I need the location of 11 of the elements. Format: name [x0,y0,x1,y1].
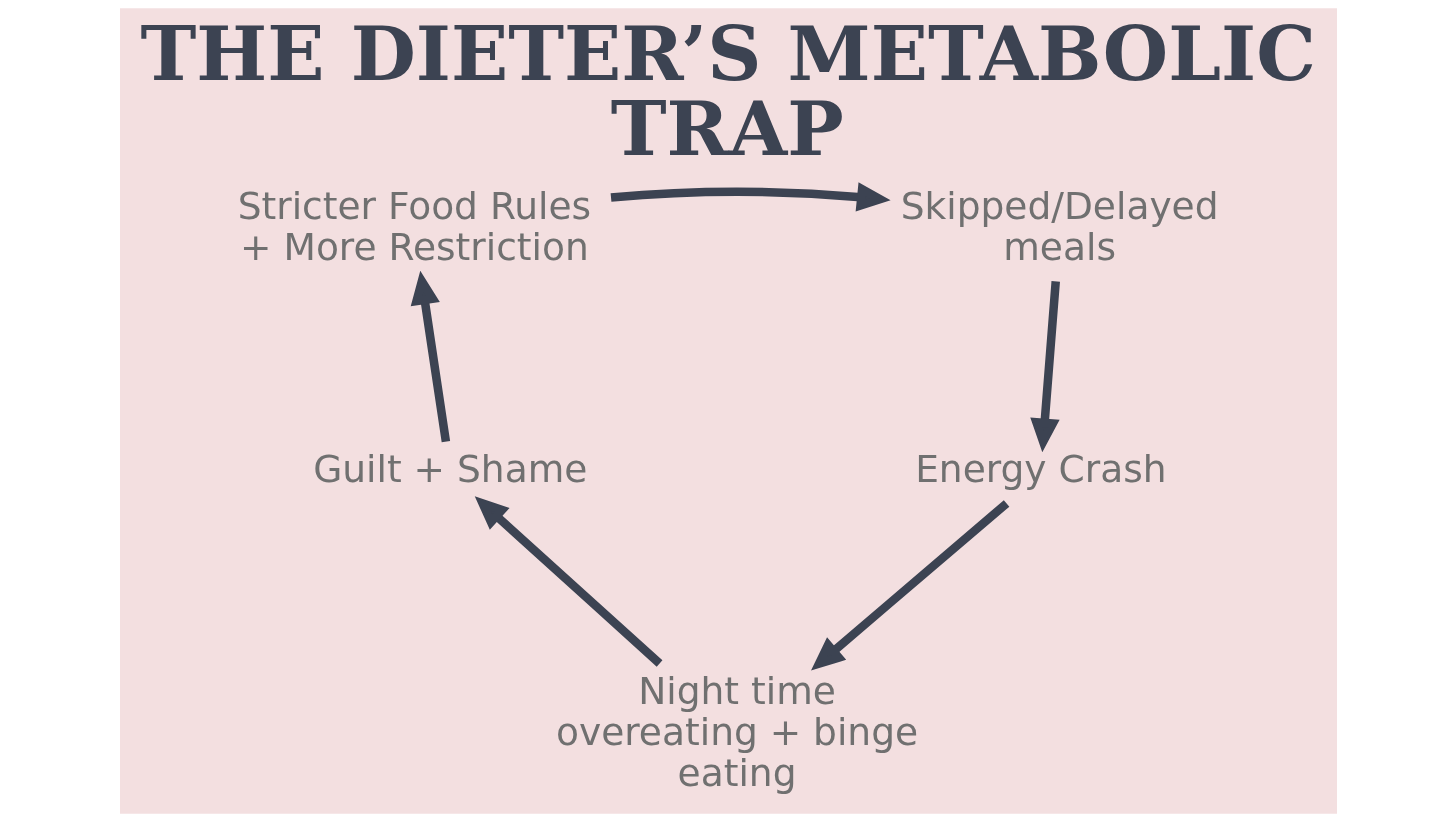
node-text: Night time overeating + binge eating [555,668,918,795]
arrow [810,500,1009,671]
arrow [474,496,662,667]
node-text: Stricter Food Rules + More Restriction [237,184,591,270]
arrow [610,182,891,212]
node-text: Guilt + Shame [312,447,587,492]
node-text: Energy Crash [914,447,1167,492]
node-text: Skipped/Delayed meals [900,184,1219,270]
arrow [410,270,450,443]
diagram-title: THE DIETER’S METABOLIC TRAP [139,9,1316,174]
arrow [1029,280,1060,453]
